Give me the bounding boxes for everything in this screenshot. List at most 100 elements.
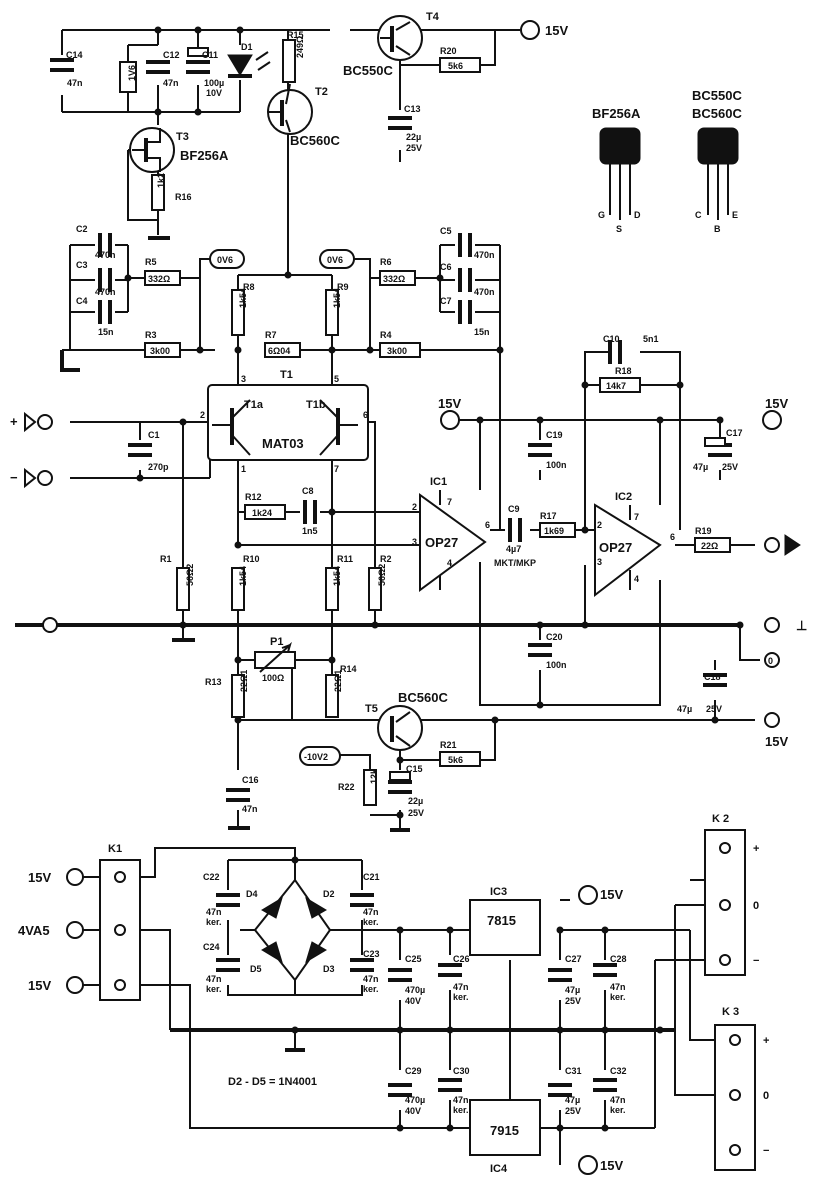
- value-c10: 5n1: [643, 334, 659, 344]
- unit-c15: 25V: [408, 808, 424, 818]
- label-ref-d: 1V6: [127, 65, 137, 81]
- label-r19: R19: [695, 526, 712, 536]
- label-r22: R22: [338, 782, 355, 792]
- value-c29: 470µ: [405, 1095, 425, 1105]
- value-c27: 47µ: [565, 985, 580, 995]
- value-r7: 6Ω04: [268, 346, 290, 356]
- value-r8: 1k54: [238, 288, 248, 308]
- label-d3: D3: [323, 964, 335, 974]
- type-c21: ker.: [363, 917, 379, 927]
- label-ic2-p4: 4: [634, 574, 639, 584]
- label-r12: R12: [245, 492, 262, 502]
- value-c21: 47n: [363, 907, 379, 917]
- value-c23: 47n: [363, 974, 379, 984]
- label-c24: C24: [203, 942, 220, 952]
- label-r4: R4: [380, 330, 392, 340]
- label-pin6: 6: [363, 410, 368, 420]
- label-r18: R18: [615, 366, 632, 376]
- mat03-package: [207, 384, 369, 461]
- label-c29: C29: [405, 1066, 422, 1076]
- label-c4: C4: [76, 296, 88, 306]
- label-ac-mid: 4VA5: [18, 923, 50, 938]
- value-r6: 332Ω: [383, 274, 405, 284]
- value-c9: 4µ7: [506, 544, 521, 554]
- transistor-symbols: [129, 15, 423, 751]
- label-c7: C7: [440, 296, 452, 306]
- label-bjt-e: E: [732, 210, 738, 220]
- label-t4-part: BC550C: [343, 63, 393, 78]
- value-r18: 14k7: [606, 381, 626, 391]
- unit-c11: 10V: [206, 88, 222, 98]
- value-c4: 15n: [98, 327, 114, 337]
- value-c26: 47n: [453, 982, 469, 992]
- value-c6: 470n: [474, 287, 495, 297]
- label-d2: D2: [323, 889, 335, 899]
- value-c2: 470n: [95, 250, 116, 260]
- value-c22: 47n: [206, 907, 222, 917]
- value-c16: 47n: [242, 804, 258, 814]
- label-c23: C23: [363, 949, 380, 959]
- value-r15: 249Ω: [295, 36, 305, 58]
- label-r20: R20: [440, 46, 457, 56]
- label-t1a: T1a: [244, 399, 264, 411]
- value-r20: 5k6: [448, 61, 463, 71]
- label-c27: C27: [565, 954, 582, 964]
- label-c8: C8: [302, 486, 314, 496]
- label-ic4-part: 7915: [490, 1123, 519, 1138]
- value-c19: 100n: [546, 460, 567, 470]
- label-fet-d: D: [634, 210, 641, 220]
- label-c2: C2: [76, 224, 88, 234]
- label-t3-part: BF256A: [180, 148, 229, 163]
- value-c11: 100µ: [204, 78, 224, 88]
- label-c6: C6: [440, 262, 452, 272]
- unit-c18: 25V: [706, 704, 722, 714]
- type-c22: ker.: [206, 917, 222, 927]
- type-c24: ker.: [206, 984, 222, 994]
- label-fet-s: S: [616, 224, 622, 234]
- value-c8: 1n5: [302, 526, 318, 536]
- label-r14: R14: [340, 664, 357, 674]
- value-r14: 22Ω1: [333, 670, 343, 692]
- value-c31: 47µ: [565, 1095, 580, 1105]
- label-ac-a: 15V: [28, 870, 51, 885]
- label-c22: C22: [203, 872, 220, 882]
- value-c3: 470n: [95, 287, 116, 297]
- type-c26: ker.: [453, 992, 469, 1002]
- label-c14: C14: [66, 50, 83, 60]
- label-k1: K1: [108, 843, 122, 855]
- label-r13: R13: [205, 677, 222, 687]
- label-r8: R8: [243, 282, 255, 292]
- label-k2-zero: 0: [753, 900, 759, 912]
- label-zero-out: 0: [768, 656, 773, 666]
- label-r11: R11: [337, 554, 353, 564]
- label-ref-b: 0V6: [327, 255, 343, 265]
- label-t3: T3: [176, 131, 189, 143]
- label-supply-mid: 15V: [438, 396, 461, 411]
- label-reg-neg: 15V: [600, 1158, 623, 1173]
- value-r10: 1k54: [238, 566, 248, 586]
- label-input-plus: +: [10, 414, 18, 429]
- value-r4: 3k00: [387, 346, 407, 356]
- capacitors: [50, 58, 732, 1097]
- label-bjt-c: C: [695, 210, 702, 220]
- label-diode-note: D2 - D5 = 1N4001: [228, 1076, 317, 1088]
- label-k2-minus: −: [753, 955, 759, 967]
- label-fet-g: G: [598, 210, 605, 220]
- type-c30: ker.: [453, 1105, 469, 1115]
- value-c12: 47n: [163, 78, 179, 88]
- label-c3: C3: [76, 260, 88, 270]
- pinout-drawings: [599, 127, 739, 220]
- label-pin5: 5: [334, 374, 339, 384]
- label-ac-b: 15V: [28, 978, 51, 993]
- p1-arrow: [259, 641, 292, 673]
- label-c26: C26: [453, 954, 470, 964]
- junctions: [124, 26, 744, 1132]
- label-r10: R10: [243, 554, 260, 564]
- label-ic1-p7: 7: [447, 497, 452, 507]
- type-c32: ker.: [610, 1105, 626, 1115]
- type-c23: ker.: [363, 984, 379, 994]
- value-r1: 56Ω2: [185, 564, 195, 586]
- label-k2: K 2: [712, 813, 729, 825]
- terminals: [24, 20, 801, 1175]
- right-cap-bank: [369, 244, 501, 351]
